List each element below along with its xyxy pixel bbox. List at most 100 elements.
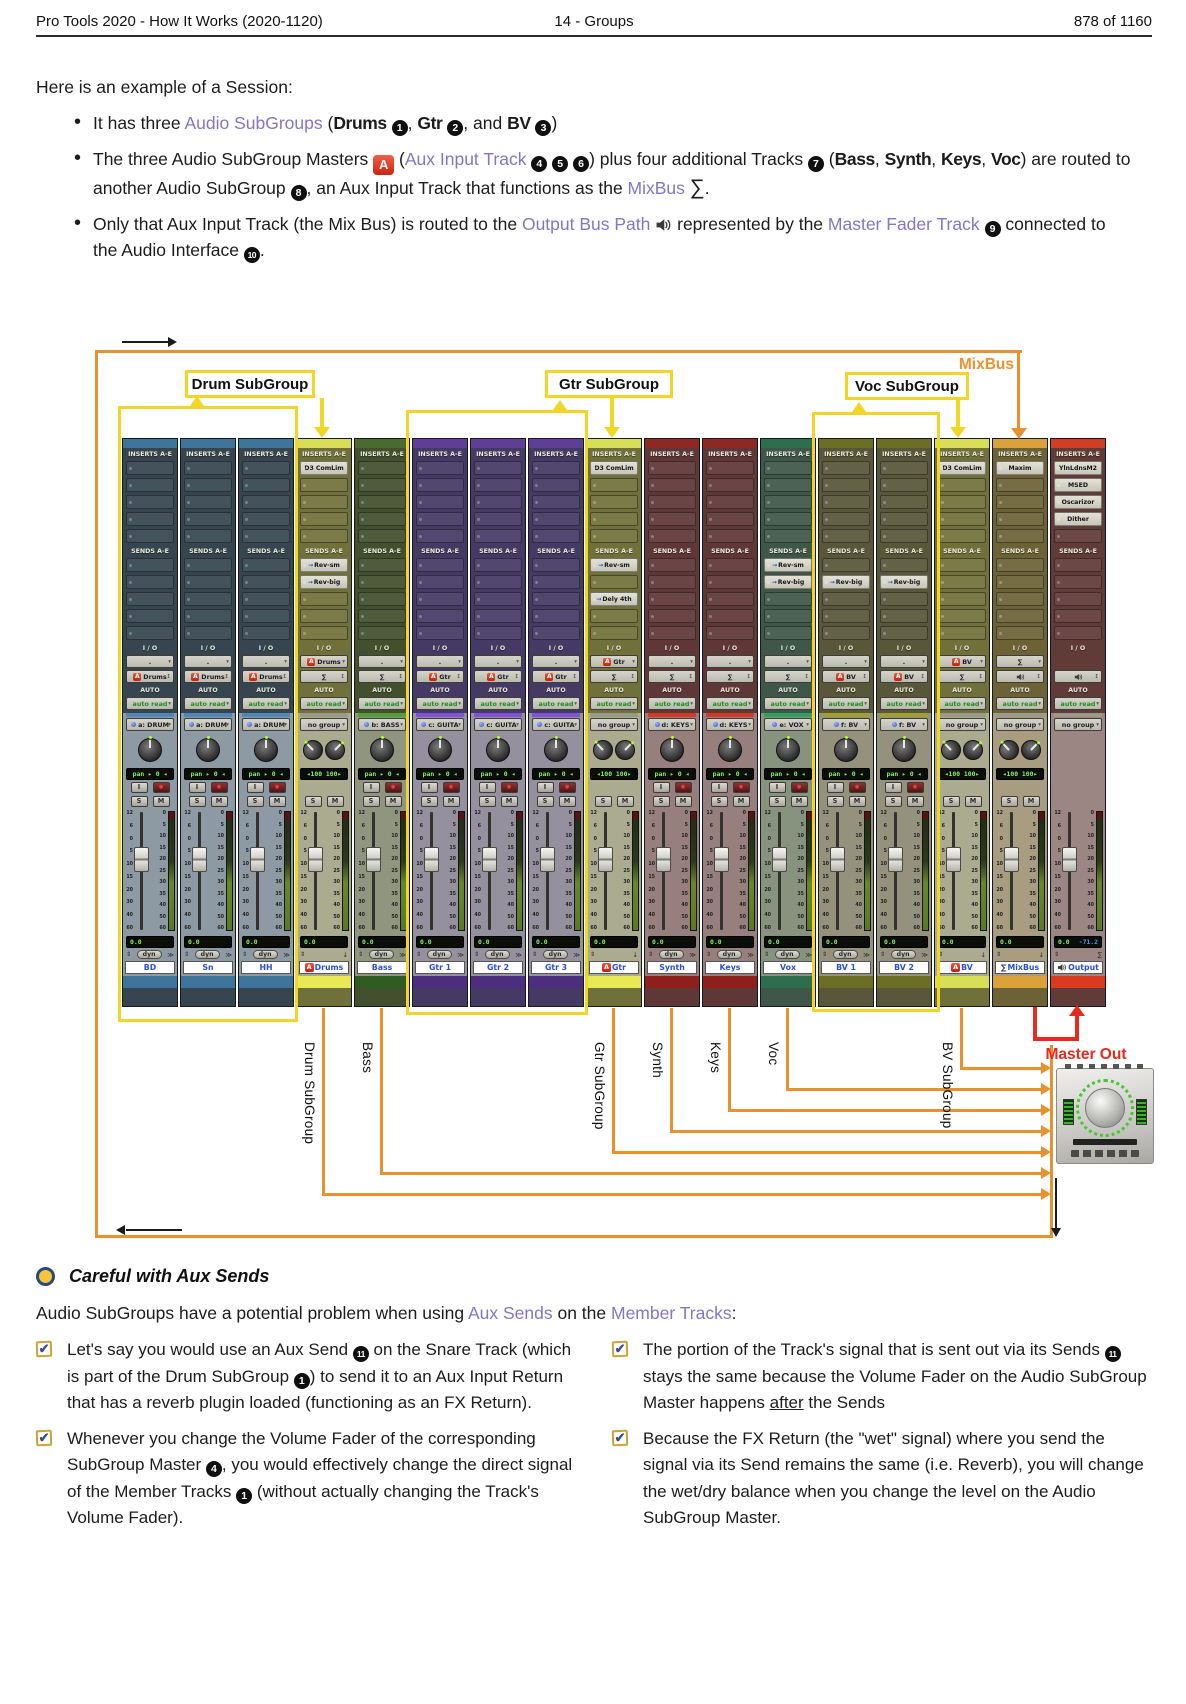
send-slot[interactable] [242, 609, 290, 623]
expand-icon[interactable]: ≫ [457, 950, 464, 959]
expand-icon[interactable]: ≫ [689, 950, 696, 959]
track-name[interactable]: BD [125, 961, 175, 974]
insert-slot[interactable] [242, 461, 290, 475]
insert-slot[interactable] [764, 478, 812, 492]
input-monitor-button[interactable]: I [884, 781, 902, 793]
input-selector[interactable]: .▾ [532, 655, 580, 668]
solo-button[interactable]: S [130, 795, 148, 807]
insert-slot[interactable] [532, 478, 580, 492]
expand-icon[interactable]: ≫ [515, 950, 522, 959]
insert-slot[interactable] [880, 512, 928, 526]
insert-slot[interactable] [996, 478, 1044, 492]
input-monitor-button[interactable]: I [652, 781, 670, 793]
send-slot[interactable] [1054, 609, 1102, 623]
send-slot[interactable] [474, 592, 522, 606]
send-slot[interactable] [126, 558, 174, 572]
send-slot[interactable] [126, 575, 174, 589]
insert-slot[interactable] [184, 461, 232, 475]
send-slot[interactable] [822, 558, 870, 572]
solo-button[interactable]: S [594, 795, 612, 807]
fader-cap[interactable] [366, 847, 381, 872]
insert-slot[interactable] [300, 478, 348, 492]
send-slot[interactable] [764, 609, 812, 623]
dyn-button[interactable]: dyn [658, 950, 684, 959]
send-slot[interactable] [938, 626, 986, 640]
insert-slot[interactable] [416, 529, 464, 543]
insert-slot[interactable] [184, 529, 232, 543]
send-slot[interactable] [590, 626, 638, 640]
solo-button[interactable]: S [710, 795, 728, 807]
group-selector[interactable]: d: KEYS▾ [706, 718, 754, 731]
send-slot[interactable] [416, 626, 464, 640]
group-selector[interactable]: a: DRUM▾ [126, 718, 174, 731]
send-slot[interactable] [126, 626, 174, 640]
send-slot[interactable] [474, 558, 522, 572]
output-selector[interactable]: ∑↥ [764, 670, 812, 683]
output-selector[interactable]: ∑↥ [358, 670, 406, 683]
send-slot[interactable] [648, 626, 696, 640]
link-text[interactable]: Audio SubGroups [184, 113, 323, 133]
dyn-button[interactable]: dyn [484, 950, 510, 959]
record-button[interactable]: ● [500, 781, 518, 793]
pan-knob[interactable] [123, 733, 177, 767]
solo-button[interactable]: S [942, 795, 960, 807]
expand-icon[interactable]: ≫ [921, 950, 928, 959]
output-selector[interactable]: ∑↥ [590, 670, 638, 683]
group-selector[interactable]: no group▾ [938, 718, 986, 731]
track-name[interactable]: Gtr 2 [473, 961, 523, 974]
input-monitor-button[interactable]: I [768, 781, 786, 793]
group-selector[interactable]: f: BV▾ [880, 718, 928, 731]
pan-knob[interactable] [529, 733, 583, 767]
send-slot[interactable] [126, 592, 174, 606]
insert-slot[interactable] [300, 495, 348, 509]
mute-button[interactable]: M [1022, 795, 1040, 807]
nudge-icon[interactable]: ⇕ [880, 951, 886, 958]
send-slot[interactable] [126, 609, 174, 623]
input-selector[interactable]: .▾ [474, 655, 522, 668]
insert-slot[interactable] [880, 529, 928, 543]
dyn-button[interactable]: dyn [542, 950, 568, 959]
group-selector[interactable]: d: KEYS▾ [648, 718, 696, 731]
send-slot[interactable] [474, 609, 522, 623]
send-slot[interactable] [1054, 626, 1102, 640]
insert-slot[interactable] [938, 478, 986, 492]
insert-slot[interactable] [996, 529, 1044, 543]
send-slot[interactable] [184, 558, 232, 572]
insert-slot[interactable] [126, 461, 174, 475]
track-name[interactable]: Sn [183, 961, 233, 974]
send-slot[interactable] [938, 575, 986, 589]
send-slot[interactable] [474, 626, 522, 640]
insert-slot[interactable] [184, 478, 232, 492]
record-button[interactable]: ● [210, 781, 228, 793]
track-name[interactable]: HH [241, 961, 291, 974]
insert-slot[interactable] [590, 512, 638, 526]
input-selector[interactable]: ∑▾ [996, 655, 1044, 668]
send-slot[interactable] [706, 558, 754, 572]
insert-slot[interactable] [126, 512, 174, 526]
automation-mode[interactable]: auto read▾ [706, 697, 754, 710]
record-button[interactable]: ● [384, 781, 402, 793]
record-button[interactable]: ● [152, 781, 170, 793]
track-name[interactable]: Output [1053, 961, 1103, 974]
send-slot[interactable] [706, 609, 754, 623]
input-selector[interactable]: .▾ [358, 655, 406, 668]
send-slot[interactable] [184, 575, 232, 589]
pan-knob[interactable] [239, 733, 293, 767]
record-button[interactable]: ● [268, 781, 286, 793]
send-slot[interactable] [822, 592, 870, 606]
mute-button[interactable]: M [500, 795, 518, 807]
fader-cap[interactable] [656, 847, 671, 872]
send-slot[interactable] [590, 609, 638, 623]
insert-slot[interactable] [706, 461, 754, 475]
insert-slot[interactable] [706, 495, 754, 509]
expand-icon[interactable]: ≫ [399, 950, 406, 959]
dyn-button[interactable]: dyn [426, 950, 452, 959]
